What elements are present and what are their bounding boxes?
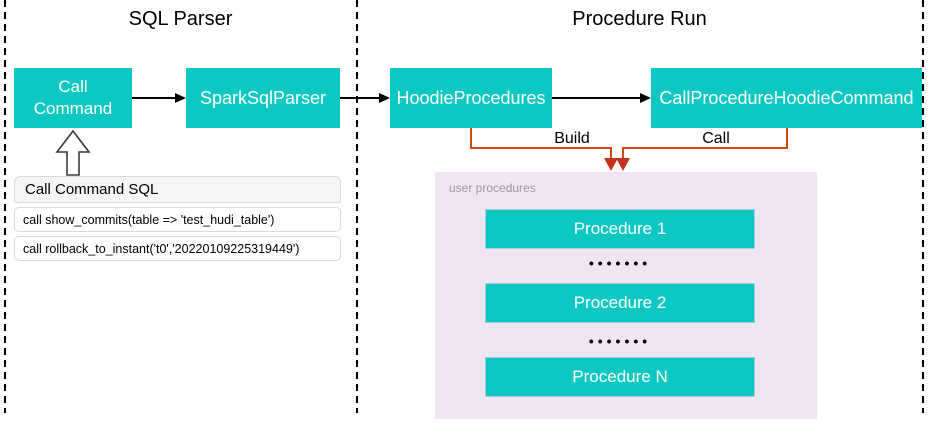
ellipsis-dots: •••••••	[588, 333, 652, 349]
dashed-border-right	[922, 0, 924, 413]
edge-label-call: Call	[702, 130, 730, 147]
dashed-border-divider	[356, 0, 358, 413]
arrowhead-icon	[640, 93, 651, 103]
arrowhead-icon	[379, 93, 390, 103]
call-arrowhead-icon	[616, 158, 630, 171]
sql-panel-row: call rollback_to_instant('t0','202201092…	[14, 236, 341, 261]
hollow-up-arrow-icon	[55, 129, 91, 176]
arrow-hoodieprocedures-to-callprocedurehoodiecommand	[552, 93, 651, 103]
node-procedure-n: Procedure N	[485, 357, 755, 397]
node-procedure-2: Procedure 2	[485, 283, 755, 323]
edge-label-build: Build	[554, 130, 590, 147]
user-procedures-label: user procedures	[449, 181, 536, 195]
ellipsis-dots: •••••••	[588, 255, 652, 271]
arrowhead-icon	[175, 93, 186, 103]
build-arrowhead-icon	[604, 158, 618, 171]
user-procedures-group: user procedures Procedure 1 ••••••• Proc…	[435, 172, 817, 419]
section-title-procedure-run: Procedure Run	[572, 8, 707, 30]
node-call-procedure-hoodie-command: CallProcedureHoodieCommand	[651, 68, 922, 128]
dashed-border-left	[4, 0, 6, 413]
sql-panel-row: call show_commits(table => 'test_hudi_ta…	[14, 207, 341, 232]
sql-panel-header: Call Command SQL	[14, 176, 341, 203]
section-title-sql-parser: SQL Parser	[128, 8, 233, 30]
node-call-command-label: Call Command	[33, 76, 113, 118]
node-procedure-1: Procedure 1	[485, 209, 755, 249]
node-call-command: Call Command	[14, 68, 132, 128]
node-hoodie-procedures: HoodieProcedures	[390, 68, 552, 128]
arrow-callcommand-to-sparksqlparser	[132, 93, 186, 103]
node-spark-sql-parser: SparkSqlParser	[186, 68, 340, 128]
arrow-sparksqlparser-to-hoodieprocedures	[340, 93, 390, 103]
